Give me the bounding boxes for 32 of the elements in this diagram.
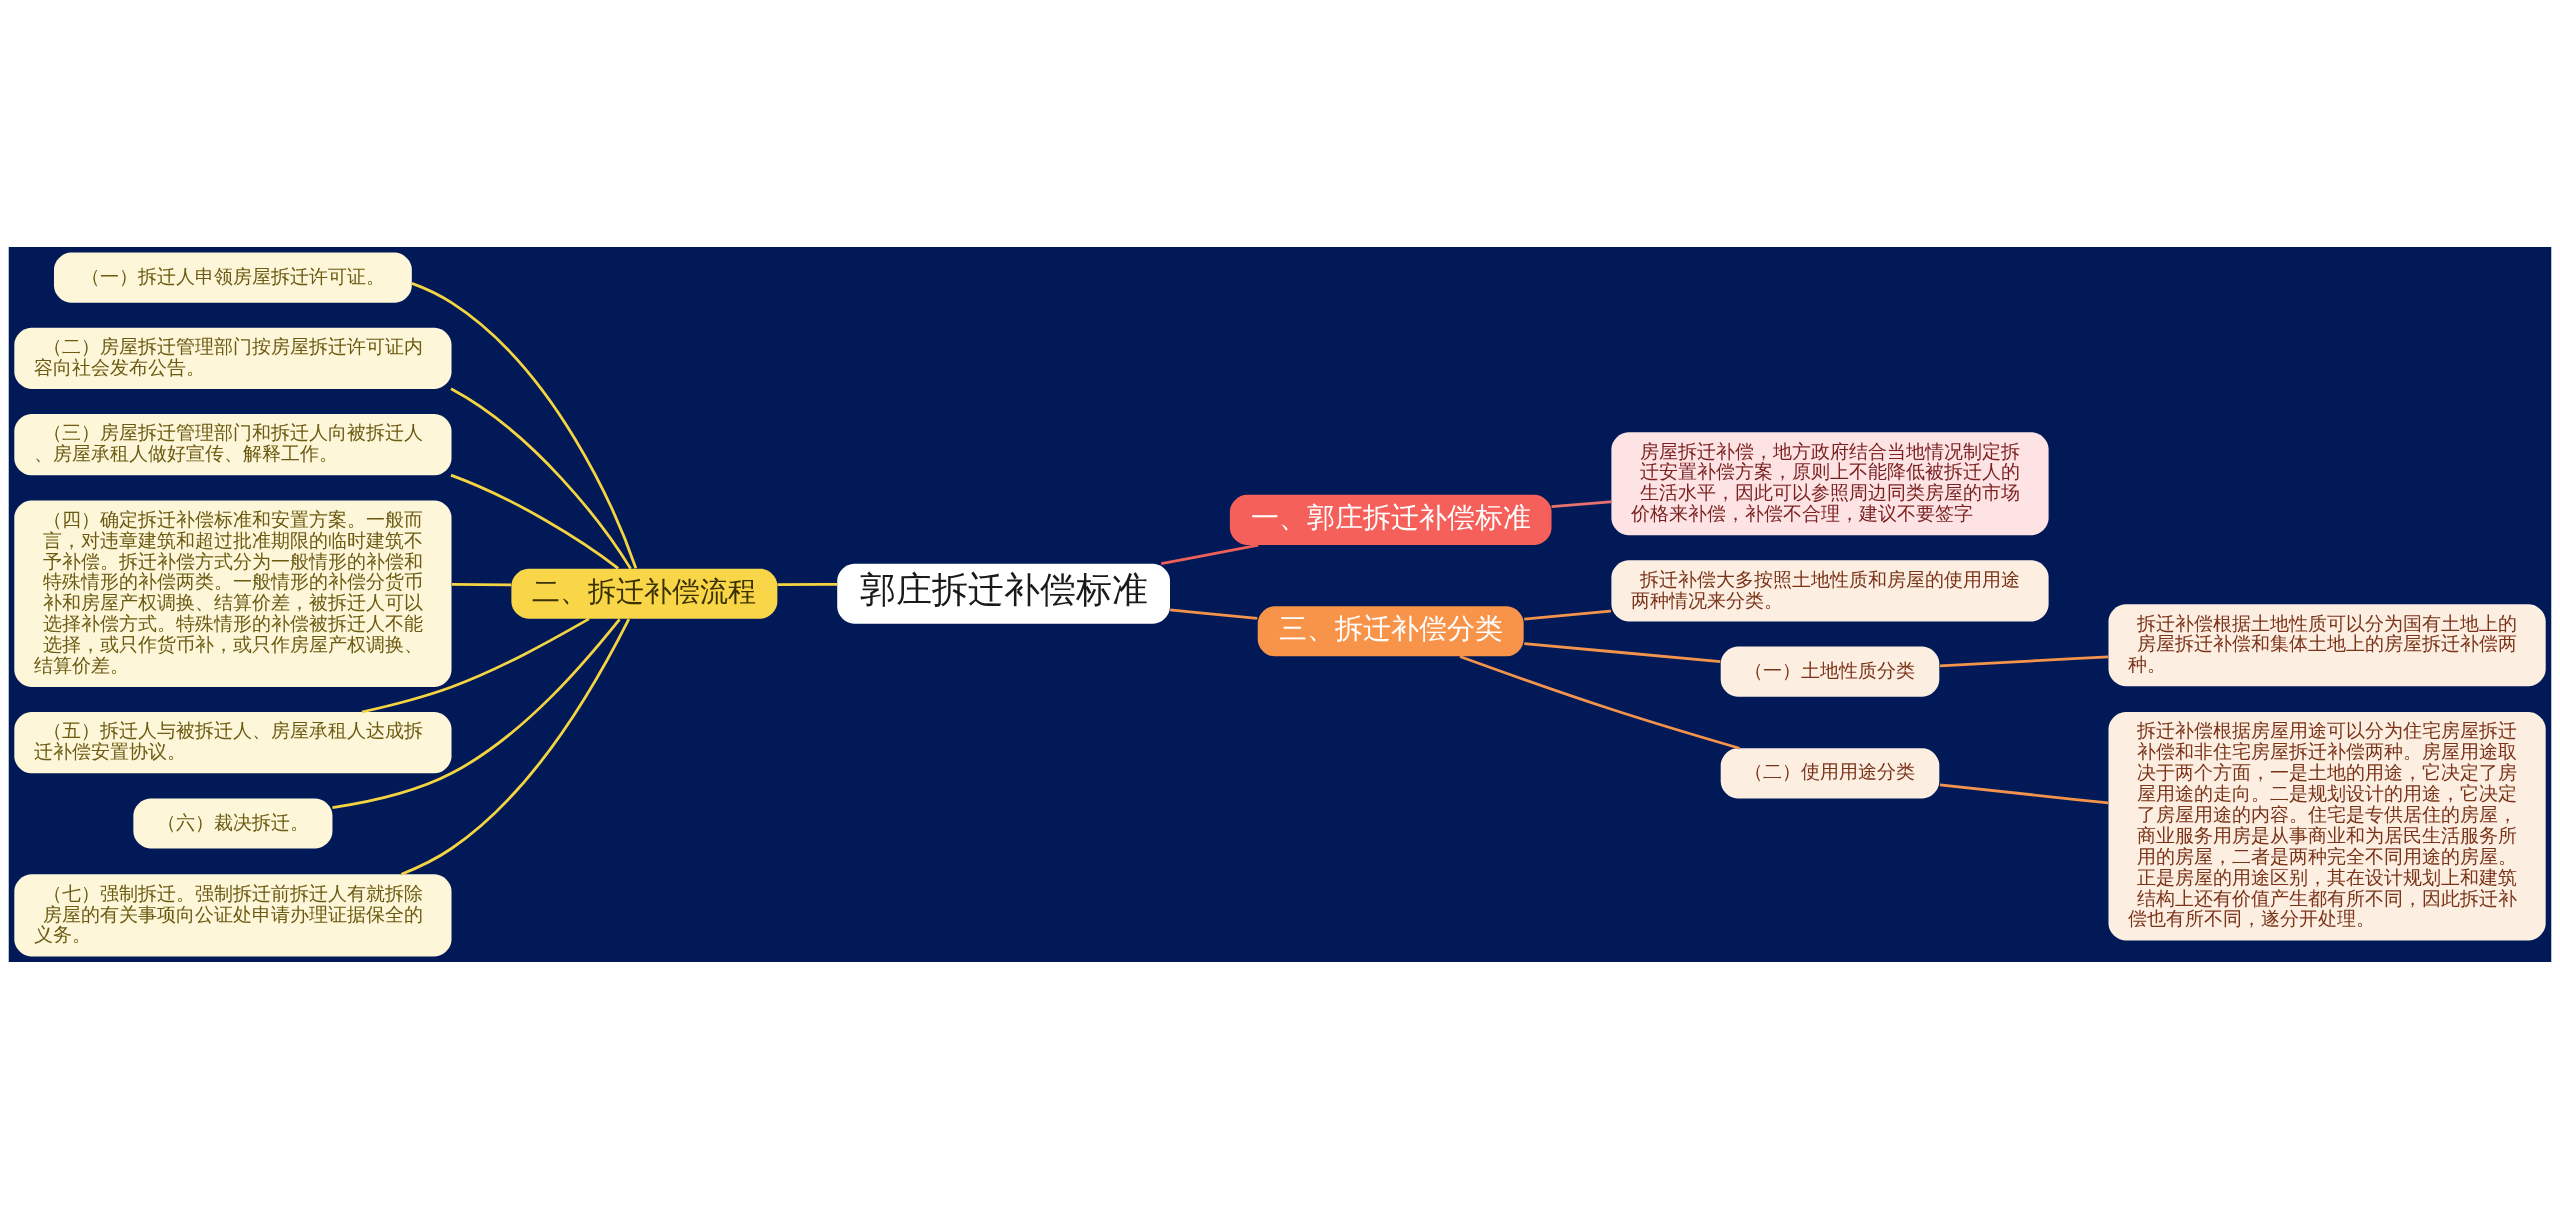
connector	[1939, 655, 2109, 668]
connector	[400, 618, 631, 876]
node-box: （六）裁决拆迁。	[133, 798, 333, 849]
node-box: （三）房屋拆迁管理部门和拆迁人向被拆迁人、房屋承租人做好宣传、解释工作。	[14, 414, 452, 476]
connector	[332, 618, 621, 810]
connector	[777, 582, 838, 586]
node-box: 房屋拆迁补偿，地方政府结合当地情况制定拆迁安置补偿方案，原则上不能降低被拆迁人的生活水平，因此可以参照周边同类房屋的市场价格来补偿，补偿不合理，建议不要签字	[1611, 432, 2049, 536]
connector	[1524, 609, 1612, 621]
connector	[1459, 655, 1740, 750]
node-box: 郭庄拆迁补偿标准	[837, 563, 1170, 624]
node-box: 拆迁补偿大多按照土地性质和房屋的使用用途两种情况来分类。	[1611, 560, 2049, 622]
connector	[411, 282, 638, 569]
connector	[1161, 543, 1259, 566]
node-box: 三、拆迁补偿分类	[1257, 606, 1524, 657]
node-box: （四）确定拆迁补偿标准和安置方案。一般而言，对违章建筑和超过批准期限的临时建筑不予补偿。拆迁补偿方式分为一般情形的补偿和特殊情形的补偿两类。一般情形的补偿分货币补和房屋产权调换、结算价差，被拆迁人可以选择补偿方式。特殊情形的补偿被拆迁人不能选择，或只作货币补，或只作房屋产权调换、结算价差。	[14, 500, 452, 687]
node-box: （七）强制拆迁。强制拆迁前拆迁人有就拆除房屋的有关事项向公证处申请办理证据保全的义务。	[14, 874, 452, 957]
node-box: （一）土地性质分类	[1720, 646, 1940, 697]
node-box: （二）使用用途分类	[1720, 748, 1940, 799]
node-box: 拆迁补偿根据土地性质可以分为国有土地上的房屋拆迁补偿和集体土地上的房屋拆迁补偿两种。	[2108, 604, 2546, 687]
node-box: （一）拆迁人申领房屋拆迁许可证。	[54, 252, 412, 303]
connector	[450, 473, 619, 570]
node-box: 二、拆迁补偿流程	[511, 568, 778, 619]
connector	[1551, 500, 1612, 509]
connector	[1939, 783, 2109, 805]
node-box: 一、郭庄拆迁补偿标准	[1229, 494, 1552, 545]
connector	[1170, 608, 1258, 620]
connector	[1524, 642, 1721, 664]
connector	[450, 387, 632, 570]
node-box: （二）房屋拆迁管理部门按房屋拆迁许可证内容向社会发布公告。	[14, 327, 452, 390]
node-box: 拆迁补偿根据房屋用途可以分为住宅房屋拆迁补偿和非住宅房屋拆迁补偿两种。房屋用途取决于两个方面，一是土地的用途，它决定了房屋用途的走向。二是规划设计的用途，它决定了房屋用途的内容。住宅是专供居住的房屋，商业服务用房是从事商业和为居民生活服务所用的房屋，二者是两种完全不同用途的房屋。正是房屋的用途区别，其在设计规划上和建筑结构上还有价值产生都有所不同，因此拆迁补偿也有所不同，遂分开处理。	[2108, 712, 2546, 941]
connector	[451, 582, 512, 587]
node-box: （五）拆迁人与被拆迁人、房屋承租人达成拆迁补偿安置协议。	[14, 712, 452, 774]
